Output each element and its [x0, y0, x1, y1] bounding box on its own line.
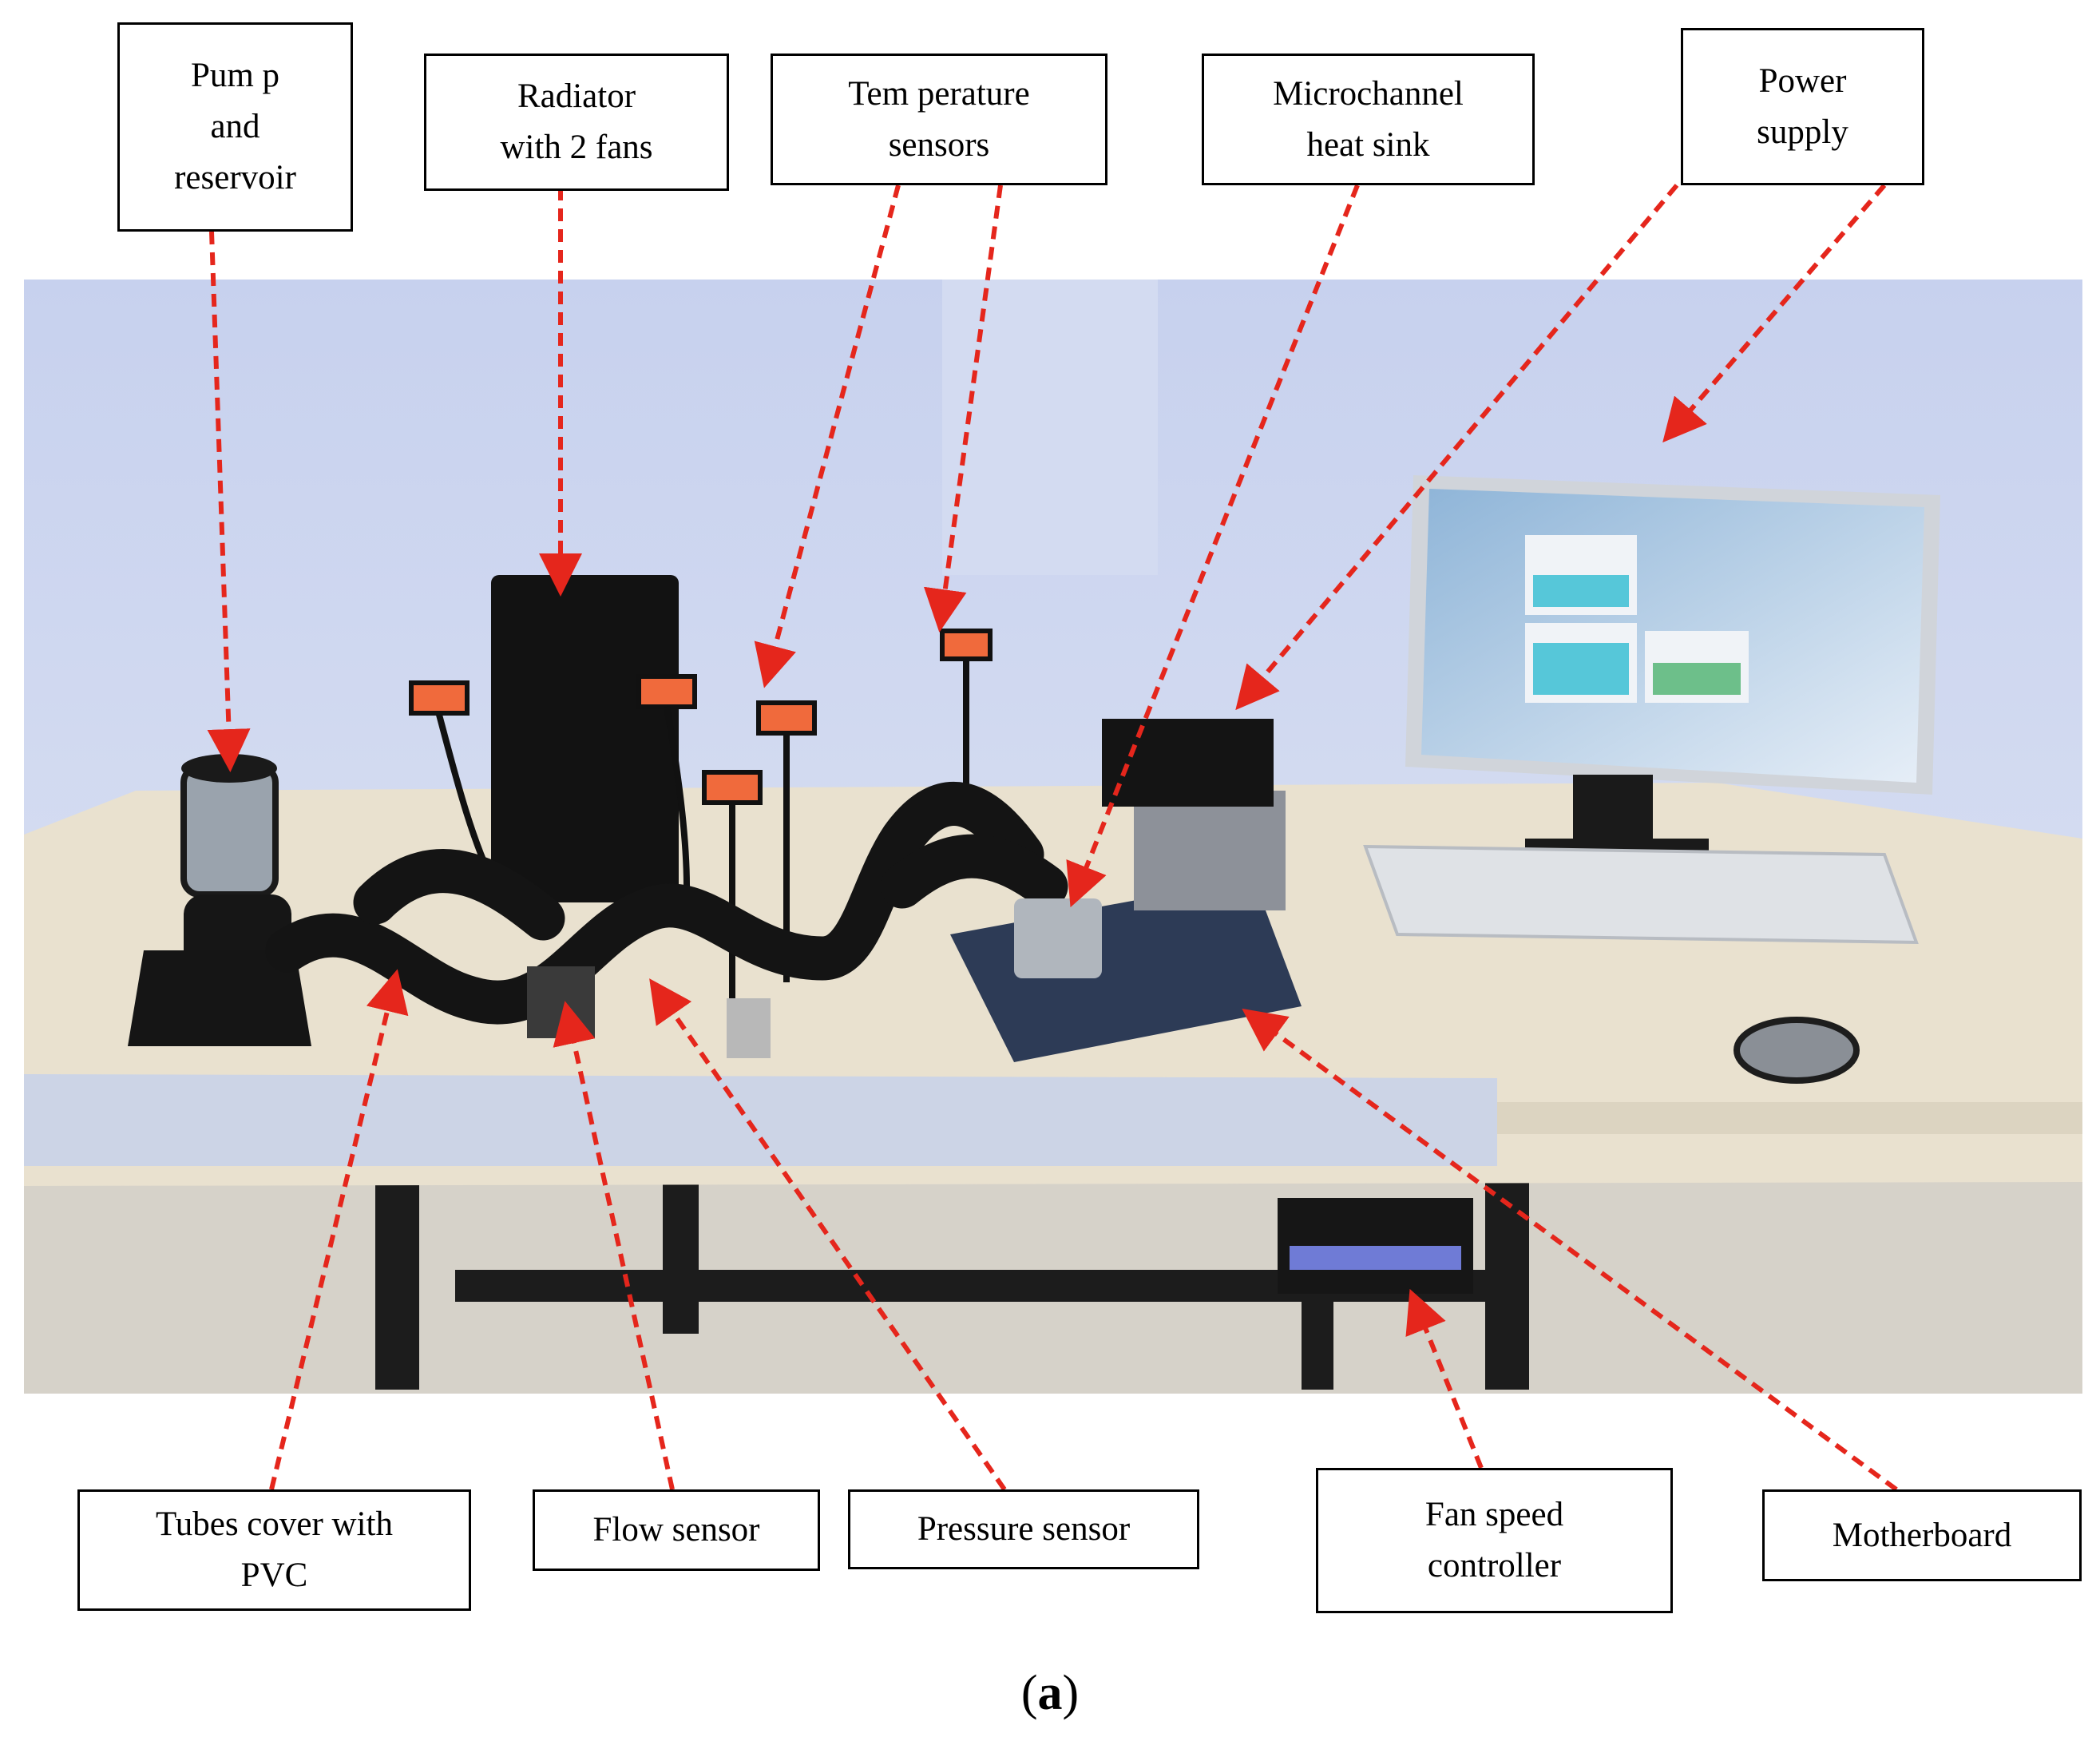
label-pressure-sensor: Pressure sensor: [848, 1489, 1199, 1569]
label-tubes-cover: Tubes cover with PVC: [77, 1489, 471, 1611]
flow-sensor: [527, 966, 595, 1038]
label-microchannel-heat-sink: Microchannel heat sink: [1202, 54, 1535, 185]
pump-reservoir: [128, 754, 311, 1046]
hard-drive: [1134, 791, 1286, 910]
keyboard: [1363, 844, 1919, 945]
caption-letter: a: [1037, 1666, 1063, 1720]
label-flow-sensor: Flow sensor: [533, 1489, 820, 1571]
temperature-sensors: [409, 629, 993, 805]
label-pump-and-reservoir: Pum p and reservoir: [117, 22, 353, 232]
label-power-supply: Power supply: [1681, 28, 1924, 185]
setup-photo: [24, 280, 2082, 1394]
caption-close-paren: ): [1062, 1666, 1080, 1720]
controller-display: [1290, 1246, 1461, 1270]
label-fan-speed-controller: Fan speed controller: [1316, 1468, 1673, 1613]
radiator: [491, 575, 679, 902]
power-supply-unit: [1102, 719, 1274, 807]
table-front-panel: [24, 1074, 1497, 1166]
label-motherboard: Motherboard: [1762, 1489, 2082, 1581]
heat-sink: [1014, 898, 1102, 978]
caption-open-paren: (: [1020, 1666, 1038, 1720]
wall-panel: [942, 280, 1158, 575]
label-temperature-sensors: Tem perature sensors: [771, 54, 1107, 185]
figure-caption: (a): [0, 1665, 2100, 1722]
pressure-sensor: [727, 998, 771, 1058]
label-radiator: Radiator with 2 fans: [424, 54, 729, 191]
insulated-tubes: [265, 782, 1068, 1025]
mouse: [1733, 1017, 1860, 1084]
